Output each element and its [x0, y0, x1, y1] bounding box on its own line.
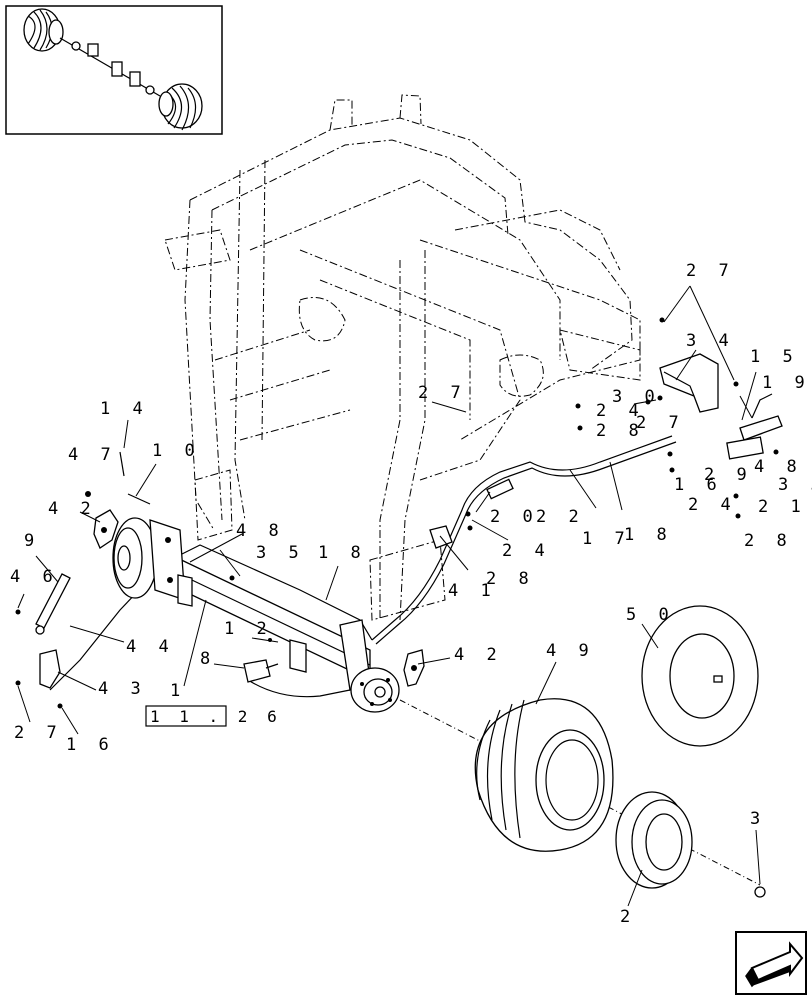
callout-29: 2 9 — [704, 465, 753, 485]
callout-35-axle: 3 5 — [256, 543, 305, 563]
callout-24-line: 2 4 — [502, 541, 551, 561]
callout-20: 2 0 — [490, 507, 539, 527]
callout-44: 4 4 — [126, 637, 175, 657]
fastener-dots — [15, 317, 779, 709]
callout-28-right: 2 8 — [744, 531, 793, 551]
callout-16-left: 1 6 — [66, 735, 115, 755]
callout-9: 9 — [24, 531, 40, 551]
callout-18: 1 8 — [318, 543, 367, 563]
callout-27-rear: 2 7 — [636, 413, 685, 433]
callout-14: 1 4 — [100, 399, 149, 419]
callout-8: 8 — [200, 649, 216, 669]
callout-16: 1 6 — [674, 475, 723, 495]
left-bracket — [149, 519, 186, 601]
callout-12: 1 2 — [224, 619, 273, 639]
callout-27-left: 2 7 — [14, 723, 63, 743]
callout-3: 3 — [750, 809, 766, 829]
callout-48-axle: 4 8 — [236, 521, 285, 541]
callout-46: 4 6 — [10, 567, 59, 587]
inset-overview — [5, 5, 223, 135]
mount-block-21 — [726, 436, 764, 460]
baler-frame-phantom — [164, 94, 641, 621]
brake-actuator-8 — [243, 659, 279, 683]
lever-42-right — [403, 649, 425, 687]
axle-assembly — [112, 517, 761, 886]
callout-10: 1 0 — [152, 441, 201, 461]
rim-2 — [615, 791, 693, 889]
reference-box[interactable]: 1 1 . 2 6 — [145, 705, 282, 727]
callout-24: 2 4 — [596, 401, 645, 421]
callout-43: 4 3 — [98, 679, 147, 699]
pin-10 — [127, 493, 151, 505]
callout-21: 2 1 — [758, 497, 807, 517]
callout-27: 2 7 — [686, 261, 735, 281]
callout-28: 2 8 — [596, 421, 645, 441]
bracket-34 — [659, 353, 719, 413]
center-bracket — [177, 574, 307, 673]
callout-41: 4 1 — [448, 581, 497, 601]
callout-labels: 2 7 3 4 1 5 1 9 3 0 2 4 2 7 2 8 2 7 4 8 … — [10, 261, 812, 927]
spring-14 — [119, 451, 125, 477]
left-hub — [112, 517, 158, 599]
cylinder-9 — [35, 573, 71, 635]
callout-2: 2 — [620, 907, 636, 927]
callout-48: 4 8 — [754, 457, 803, 477]
inset-left-tire-icon — [23, 8, 64, 52]
inset-axle-icon — [59, 37, 161, 97]
forward-arrow-icon — [745, 941, 804, 988]
callout-22: 2 2 — [536, 507, 585, 527]
tire-49 — [474, 698, 614, 852]
callout-15: 1 5 — [750, 347, 799, 367]
brake-lines — [49, 435, 677, 698]
inset-right-tire-icon — [158, 83, 203, 131]
callout-24-right: 2 4 — [688, 495, 737, 515]
callout-27-frame: 2 7 — [418, 383, 467, 403]
next-page-arrow-button[interactable] — [735, 931, 807, 995]
callout-28-line: 2 8 — [486, 569, 535, 589]
callout-19: 1 9 — [762, 373, 811, 393]
callout-47: 4 7 — [68, 445, 117, 465]
callout-42: 4 2 — [48, 499, 97, 519]
clevis-43 — [39, 649, 61, 689]
callout-34: 3 4 — [686, 331, 735, 351]
hose-fitting-20 — [486, 478, 514, 500]
callout-1: 1 — [170, 681, 186, 701]
callout-30: 3 0 — [612, 387, 661, 407]
callout-50: 5 0 — [626, 605, 675, 625]
callout-49: 4 9 — [546, 641, 595, 661]
lever-42-left — [93, 509, 119, 549]
reference-box-label: 1 1 . 2 6 — [150, 707, 282, 726]
valve-19 — [739, 393, 783, 441]
callout-18-line: 1 8 — [624, 525, 673, 545]
leader-lines — [17, 285, 761, 907]
callout-17: 1 7 — [582, 529, 631, 549]
callout-35: 3 5 — [778, 475, 812, 495]
bolt-3 — [754, 886, 766, 898]
tube-50 — [641, 605, 759, 747]
right-hub — [350, 667, 400, 713]
callout-42-right: 4 2 — [454, 645, 503, 665]
